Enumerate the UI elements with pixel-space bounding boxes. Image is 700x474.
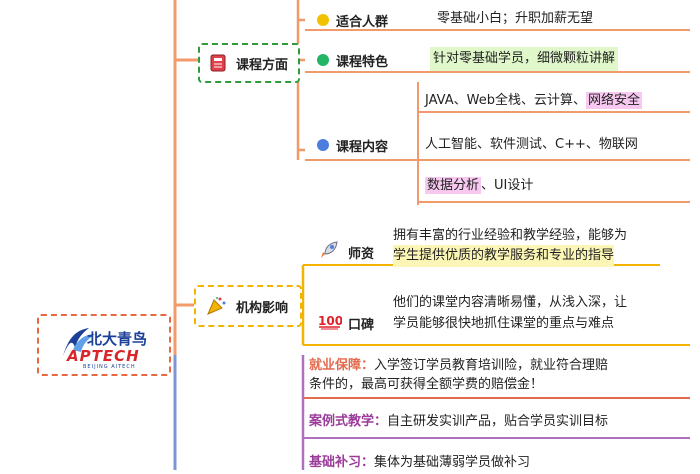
audience-label: 适合人群 (336, 15, 389, 30)
case-teaching-label: 案例式教学： (309, 414, 388, 429)
audience-text: 零基础小白；升职加薪无望 (437, 11, 594, 26)
svg-text:100: 100 (318, 314, 342, 328)
reputation-text-2: 学员能够很快地抓住课堂的重点与难点 (393, 316, 615, 331)
employment-line-1: 就业保障：入学签订学员教育培训险，就业符合理赔 (309, 355, 608, 377)
reputation-label: 口碑 (348, 318, 375, 333)
basic-tutoring-label: 基础补习： (309, 455, 375, 470)
employment-text-2: 条件的，最高可获得全额学费的赔偿金！ (309, 377, 544, 392)
rocket-icon (321, 241, 338, 258)
content-line-2: 人工智能、软件测试、C++、物联网 (425, 137, 638, 152)
course-branch-node[interactable]: 课程方面 (198, 43, 300, 83)
content-line-3-highlight: 数据分析 (425, 177, 482, 194)
content-line-1-highlight: 网络安全 (585, 92, 642, 109)
content-line-1-main: JAVA、Web全栈、云计算、 (425, 93, 586, 108)
notebook-icon (210, 54, 226, 72)
logo-cn-text: 北大青鸟 (87, 330, 148, 348)
content-line-1: JAVA、Web全栈、云计算、网络安全 (425, 90, 642, 112)
course-branch-label: 课程方面 (236, 58, 289, 73)
basic-tutoring-text: 集体为基础薄弱学员做补习 (374, 455, 531, 470)
logo-en-text: APTECH (67, 347, 140, 365)
logo-sub-text: BEIJING AITECH (83, 364, 136, 370)
basic-tutoring-row: 基础补习：集体为基础薄弱学员做补习 (309, 452, 530, 474)
audience-dot (317, 14, 329, 26)
teachers-text-2: 学生提供优质的教学服务和专业的指导 (393, 245, 615, 267)
teachers-text-1: 拥有丰富的行业经验和教学经验，能够为 (393, 228, 628, 243)
reputation-text-1: 他们的课堂内容清晰易懂，从浅入深，让 (393, 295, 628, 310)
feature-dot (317, 54, 329, 66)
content-line-3: 数据分析、UI设计 (425, 175, 533, 197)
logo-bird-icon (63, 328, 95, 356)
employment-text-1: 入学签订学员教育培训险，就业符合理赔 (374, 358, 609, 373)
content-label: 课程内容 (336, 140, 389, 155)
institution-branch-node[interactable]: 机构影响 (194, 285, 302, 327)
institution-branch-label: 机构影响 (236, 301, 289, 316)
case-teaching-row: 案例式教学：自主研发实训产品，贴合学员实训目标 (309, 411, 608, 433)
hundred-points-icon: 100 (318, 314, 342, 330)
content-line-3-main: 、UI设计 (481, 178, 534, 193)
feature-text: 针对零基础学员，细微颗粒讲解 (430, 47, 619, 71)
teachers-label: 师资 (348, 247, 375, 262)
employment-label: 就业保障： (309, 358, 375, 373)
content-dot (317, 139, 329, 151)
party-popper-icon (207, 297, 226, 315)
feature-label: 课程特色 (336, 55, 389, 70)
case-teaching-text: 自主研发实训产品，贴合学员实训目标 (387, 414, 609, 429)
root-node[interactable]: 北大青鸟 APTECH BEIJING AITECH (37, 314, 171, 376)
